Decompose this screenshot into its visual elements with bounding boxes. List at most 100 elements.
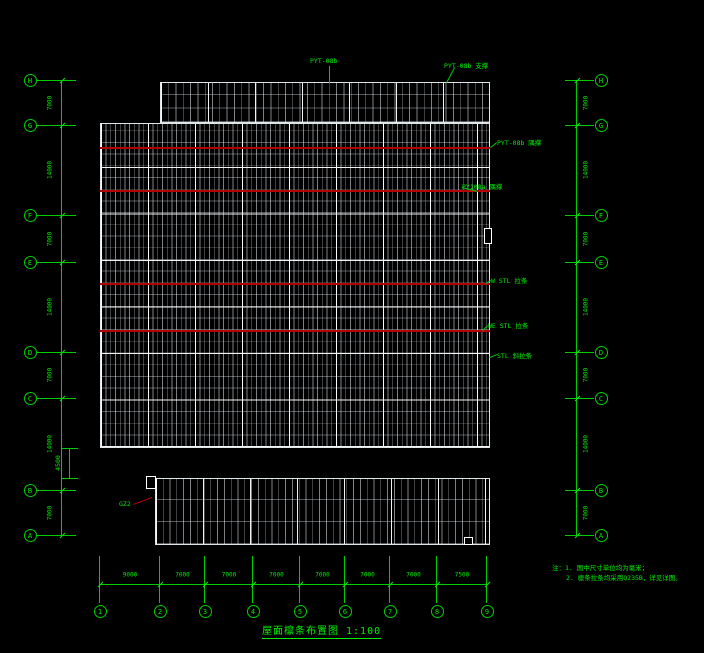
dimension-text: 7000: [582, 505, 590, 520]
leader-line-3: [490, 142, 497, 148]
note-line-2: 2. 檩条拉条均采用Q235B，详见详图。: [566, 574, 682, 583]
dimension-text: 14000: [582, 297, 590, 317]
axis-extension-line-bottom: [99, 556, 100, 603]
dimension-text: 7000: [46, 95, 54, 110]
annotation-label-5: W STL 拉条: [491, 277, 528, 285]
axis-extension-line-right: [565, 490, 594, 491]
roof-top-strip: [160, 82, 490, 123]
leader-line-9: [62, 448, 78, 449]
grid-bubble-left-C: C: [23, 391, 37, 405]
dimension-text: 7000: [221, 571, 237, 579]
axis-extension-line-right: [565, 125, 594, 126]
roof-main-body: [100, 123, 490, 448]
dimension-text: 14000: [582, 160, 590, 180]
axis-extension-line-left: [37, 398, 76, 399]
roof-bottom-strip: [155, 478, 490, 545]
axis-dimension-line-right: [576, 80, 577, 535]
annotation-label-1: PYT-08b: [310, 57, 338, 65]
axis-extension-line-bottom: [436, 556, 437, 603]
axis-extension-line-right: [565, 215, 594, 216]
grid-bubble-left-E: E: [23, 255, 37, 269]
axis-extension-line-right: [565, 262, 594, 263]
leader-line-10: [62, 478, 78, 479]
leader-line-1: [329, 66, 330, 83]
axis-extension-line-left: [37, 215, 76, 216]
axis-extension-line-bottom: [159, 556, 160, 603]
grid-bubble-left-G: G: [23, 118, 37, 132]
grid-bubble-left-D: D: [23, 345, 37, 359]
dimension-text: 14000: [46, 160, 54, 180]
dimension-text: 7000: [46, 367, 54, 383]
grid-bubble-left-B: B: [23, 483, 37, 497]
grid-bubble-right-C: C: [594, 391, 608, 405]
axis-extension-line-left: [37, 80, 76, 81]
grid-bubble-right-D: D: [594, 345, 608, 359]
grid-bubble-right-A: A: [594, 528, 608, 542]
grid-bubble-bottom-9: 9: [480, 604, 494, 618]
red-purlin-line-1: [100, 147, 490, 149]
dimension-text: 9000: [122, 571, 138, 579]
red-purlin-line-2: [100, 190, 490, 192]
dimension-text: 14000: [46, 297, 54, 317]
dimension-text: 7000: [582, 367, 590, 383]
axis-extension-line-left: [37, 352, 76, 353]
dimension-text: 14000: [46, 434, 54, 454]
annotation-label-6: WE STL 拉条: [488, 322, 529, 330]
leader-line-8: [69, 448, 70, 478]
axis-extension-line-right: [565, 80, 594, 81]
red-purlin-line-4: [100, 330, 490, 332]
grid-bubble-bottom-3: 3: [198, 604, 212, 618]
dimension-text: 7000: [269, 571, 284, 579]
grid-bubble-bottom-5: 5: [293, 604, 307, 618]
note-line-1: 注：1. 图中尺寸单位均为毫米；: [552, 564, 649, 572]
grid-bubble-right-F: F: [594, 208, 608, 222]
axis-extension-line-left: [37, 535, 76, 536]
axis-extension-line-right: [565, 398, 594, 399]
grid-bubble-right-B: B: [594, 483, 608, 497]
detail-marker-3: [464, 537, 473, 545]
detail-marker-2: [146, 476, 156, 489]
annotation-label-4: PY108a 隅撑: [462, 183, 503, 191]
annotation-label-3: PYT-08b 隅撑: [497, 139, 542, 147]
grid-bubble-left-F: F: [23, 208, 37, 222]
dimension-text: 7000: [175, 571, 190, 579]
axis-extension-line-bottom: [204, 556, 205, 603]
grid-bubble-bottom-7: 7: [383, 604, 397, 618]
grid-bubble-bottom-4: 4: [246, 604, 260, 618]
annotation-label-9: 4500: [54, 455, 62, 471]
grid-bubble-right-E: E: [594, 255, 608, 269]
dimension-text: 7000: [360, 571, 375, 579]
dimension-text: 14000: [582, 434, 590, 454]
grid-bubble-bottom-6: 6: [338, 604, 352, 618]
grid-bubble-bottom-8: 8: [430, 604, 444, 618]
grid-bubble-bottom-1: 1: [93, 604, 107, 618]
axis-extension-line-bottom: [299, 556, 300, 603]
annotation-label-8: GZ2: [119, 500, 131, 508]
axis-extension-line-right: [565, 535, 594, 536]
leader-line-11: [133, 497, 153, 505]
axis-extension-line-left: [37, 125, 76, 126]
detail-marker-1: [484, 228, 492, 244]
dimension-text: 7500: [454, 571, 470, 579]
dimension-text: 7000: [46, 231, 54, 246]
dimension-text: 7000: [406, 571, 421, 579]
axis-dimension-line-bottom: [100, 584, 487, 585]
grid-bubble-bottom-2: 2: [153, 604, 167, 618]
drawing-notes: 注：1. 图中尺寸单位均为毫米； 2. 檩条拉条均采用Q235B，详见详图。: [552, 563, 682, 584]
axis-extension-line-left: [37, 490, 76, 491]
drawing-title: 屋面檩条布置图 1:100: [262, 622, 382, 639]
dimension-text: 7000: [582, 231, 590, 246]
grid-bubble-right-G: G: [594, 118, 608, 132]
annotation-label-7: STL 斜拉条: [497, 352, 533, 360]
annotation-label-2: PYT-08b 支撑: [444, 62, 489, 70]
dimension-text: 7000: [46, 505, 54, 520]
axis-extension-line-right: [565, 352, 594, 353]
grid-bubble-right-H: H: [594, 73, 608, 87]
dimension-text: 7000: [582, 95, 590, 110]
axis-extension-line-bottom: [389, 556, 390, 603]
axis-extension-line-left: [37, 262, 76, 263]
red-purlin-line-3: [100, 283, 490, 285]
axis-extension-line-bottom: [252, 556, 253, 603]
leader-line-7: [489, 354, 497, 358]
